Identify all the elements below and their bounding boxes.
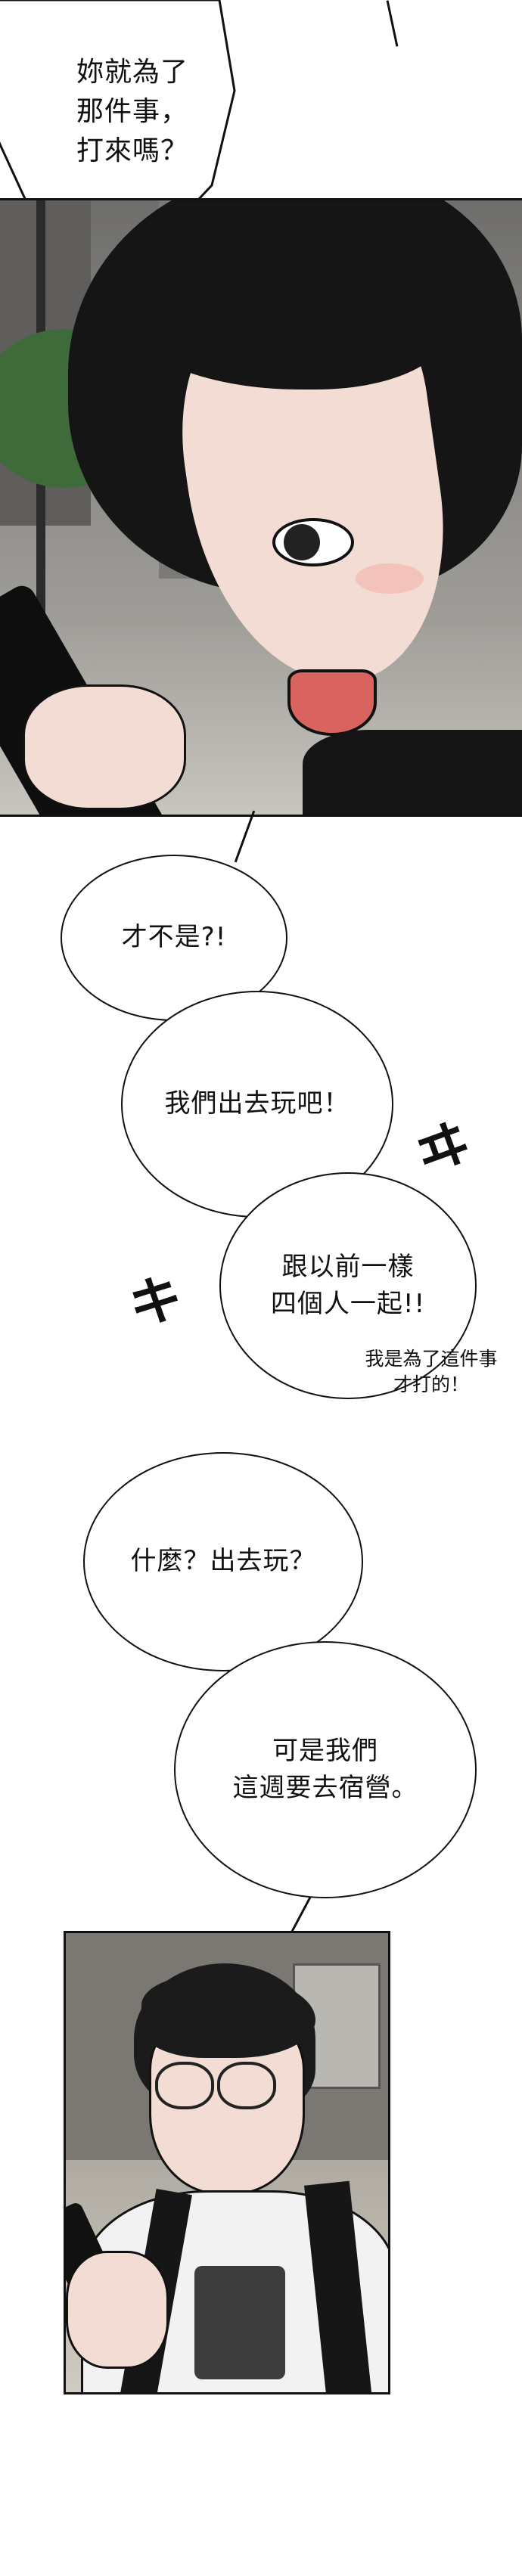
shirt-print: [194, 2266, 285, 2379]
panel-girl-on-phone: [0, 198, 522, 817]
bubble-tail-not-that: [234, 810, 256, 863]
speech-bubble-go-out-question: 什麼？出去玩？: [83, 1452, 363, 1671]
boy-glasses: [155, 2062, 214, 2109]
bubble-text-go-out-question: 什麼？出去玩？: [130, 1546, 316, 1577]
bubble-text-lets-go-out: 我們出去玩吧！: [164, 1088, 350, 1119]
boy-hand: [66, 2251, 169, 2369]
speech-bubble-four-of-us: 跟以前一樣 四個人一起!!: [219, 1172, 477, 1399]
bubble-text-camping: 可是我們 這週要去宿營。: [232, 1735, 418, 1803]
girl-bangs: [121, 246, 446, 390]
side-note: 我是為了這件事 才打的！: [365, 1348, 498, 1395]
girl-shirt: [303, 730, 522, 815]
bubble-text-call-reason: 妳就為了 那件事， 打來嗎？: [76, 57, 188, 167]
bubble-tail-top: [386, 0, 399, 47]
speech-bubble-lets-go-out: 我們出去玩吧！: [121, 991, 393, 1218]
girl-hand: [23, 684, 186, 810]
bubble-text-four-of-us: 跟以前一樣 四個人一起!!: [270, 1251, 426, 1319]
boy-fringe: [141, 1975, 315, 2058]
girl-blush: [356, 563, 424, 594]
panel-boy-on-phone: [64, 1931, 390, 2394]
boy-glasses-right: [217, 2062, 276, 2109]
speech-bubble-camping: 可是我們 這週要去宿營。: [174, 1641, 477, 1898]
sfx-mark-right: ヰ: [406, 1110, 478, 1187]
sfx-mark-left: キ: [125, 1267, 187, 1336]
speech-bubble-not-that: 才不是?!: [61, 855, 287, 1021]
bubble-text-not-that: 才不是?!: [121, 922, 227, 953]
girl-mouth: [287, 669, 377, 736]
girl-iris: [284, 524, 320, 560]
